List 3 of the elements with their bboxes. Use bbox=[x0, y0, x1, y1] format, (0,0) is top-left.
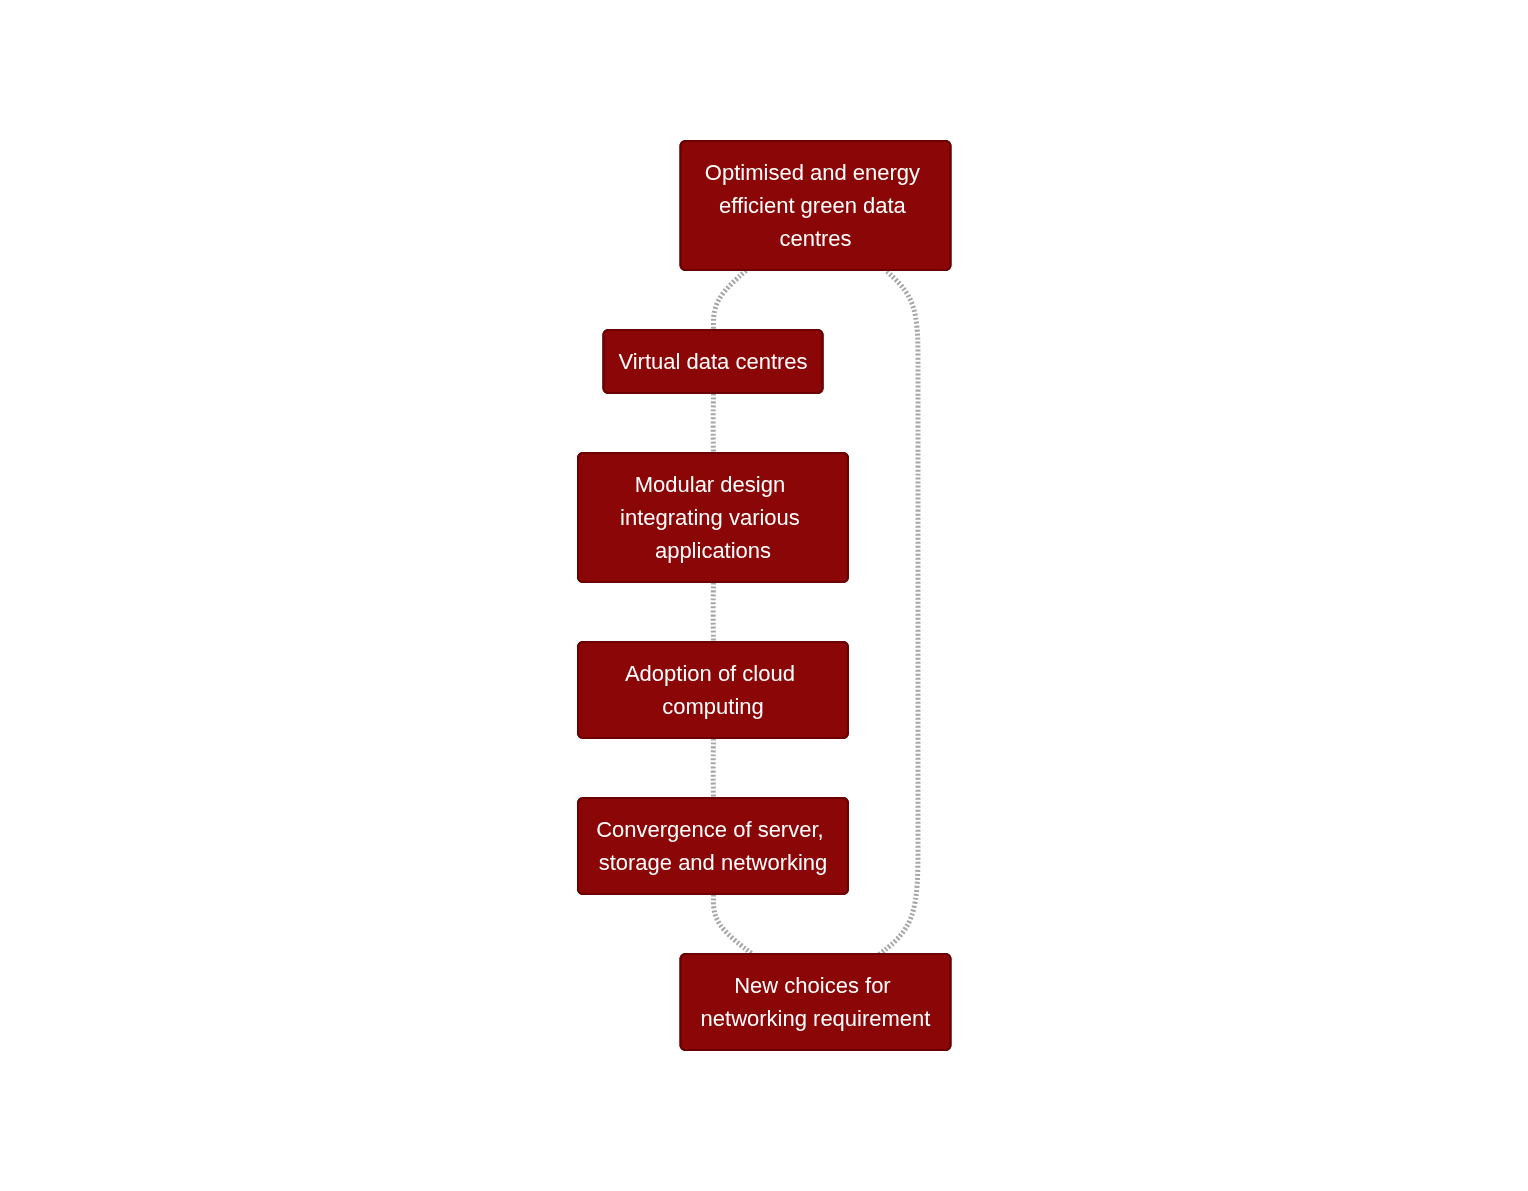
connector bbox=[710, 393, 716, 454]
connector bbox=[710, 582, 716, 643]
connector bbox=[710, 738, 716, 799]
